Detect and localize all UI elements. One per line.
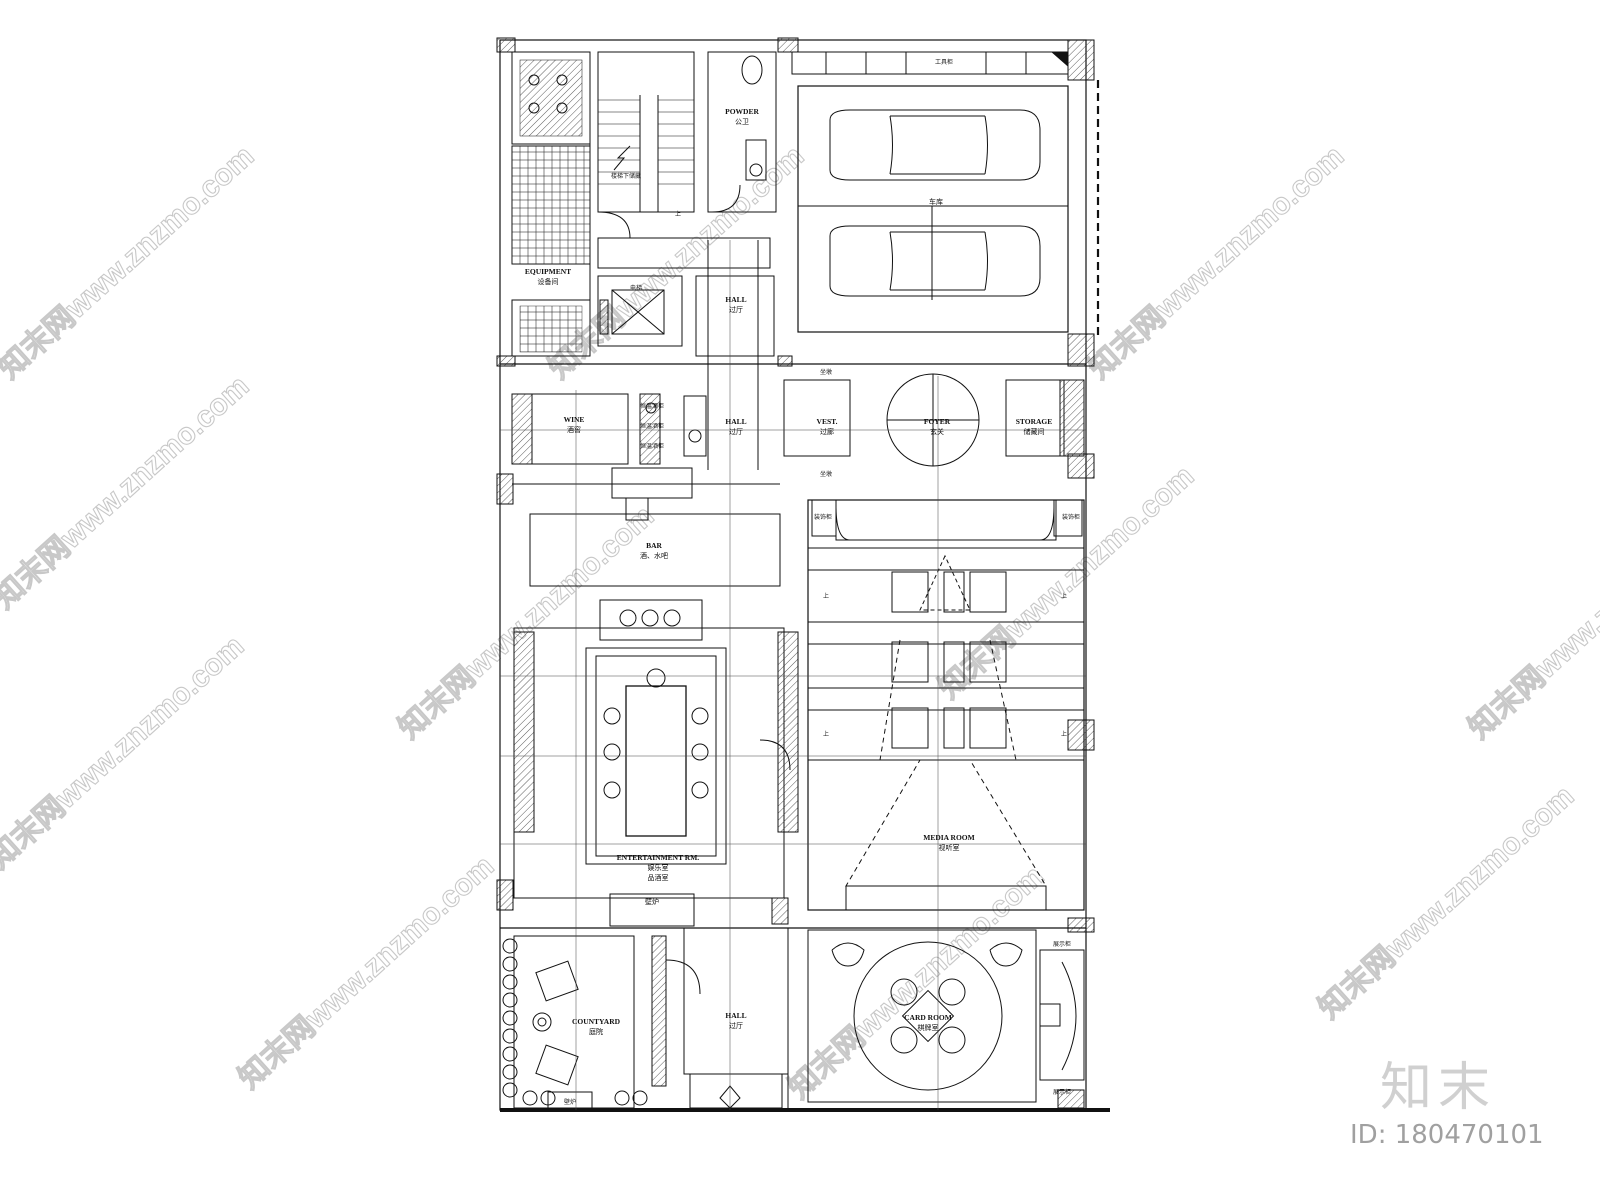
watermark: 知末网www.znzmo.com	[0, 369, 255, 615]
brand-logo: 知末	[1380, 1058, 1497, 1118]
label-up-media-4: 上	[1061, 730, 1067, 738]
label-stair-storage: 楼梯下储藏	[611, 172, 641, 180]
watermark: 知末网www.znzmo.com	[1083, 139, 1351, 385]
label-bench-1: 坐墩	[820, 368, 832, 376]
watermark: 知末网www.znzmo.com	[1463, 499, 1600, 745]
label-display-1: 展示柜	[1053, 940, 1071, 948]
watermark: 知末网www.znzmo.com	[933, 459, 1201, 705]
watermark: 知末网www.znzmo.com	[1313, 779, 1581, 1025]
room-labels: EQUIPMENT 设备间 楼梯下储藏 上 POWDER 公卫 工具柜 车库 电…	[525, 58, 1080, 1106]
label-wine-cab-2: 恒温酒柜	[640, 422, 664, 430]
label-bar: BAR	[646, 541, 662, 550]
label-up-media-3: 上	[823, 730, 829, 738]
label-hall-lower-zh: 过厅	[729, 1021, 743, 1030]
label-card-zh: 棋牌室	[918, 1023, 939, 1032]
label-wine: WINE	[564, 415, 585, 424]
label-entertainment-zh2: 品酒室	[648, 873, 669, 882]
label-garage: 车库	[929, 197, 943, 206]
linework	[496, 37, 1110, 1112]
label-courtyard: COUNTYARD	[572, 1017, 621, 1026]
label-hall-upper-zh: 过厅	[729, 305, 743, 314]
label-bench-2: 坐墩	[820, 470, 832, 478]
label-cabinet-2: 装饰柜	[1062, 513, 1080, 521]
label-powder-zh: 公卫	[735, 118, 749, 126]
label-card: CARD ROOM	[904, 1013, 952, 1022]
label-hall-mid-zh: 过厅	[729, 427, 743, 436]
label-storage-zh: 储藏间	[1024, 427, 1045, 436]
label-foyer: FOYER	[924, 417, 951, 426]
label-powder: POWDER	[725, 107, 759, 116]
label-entertainment-zh: 娱乐室	[648, 863, 669, 872]
label-media: MEDIA ROOM	[923, 833, 974, 842]
label-hall-mid: HALL	[725, 417, 746, 426]
label-courtyard-zh: 庭院	[589, 1027, 603, 1036]
watermark: 知末网www.znzmo.com	[0, 629, 250, 875]
label-foyer-zh: 玄关	[930, 427, 944, 436]
label-elevator: 电梯	[630, 284, 642, 292]
label-up: 上	[675, 210, 681, 218]
label-media-zh: 视听室	[939, 843, 960, 852]
label-bar-zh: 酒、水吧	[640, 551, 668, 560]
label-courtyard-fireplace: 壁炉	[564, 1098, 576, 1106]
watermark-layer: 知末网www.znzmo.com 知末网www.znzmo.com 知末网www…	[0, 139, 1600, 1106]
label-vestibule-zh: 过廊	[820, 427, 834, 436]
label-vestibule: VEST.	[817, 417, 838, 426]
watermark: 知末网www.znzmo.com	[233, 849, 501, 1095]
label-cabinet-1: 装饰柜	[814, 513, 832, 521]
label-hall-lower: HALL	[725, 1011, 746, 1020]
label-garage-tools: 工具柜	[935, 58, 953, 66]
label-wine-zh: 酒窖	[567, 425, 581, 434]
label-equipment: EQUIPMENT	[525, 267, 571, 276]
label-entertainment-fireplace: 壁炉	[645, 897, 659, 906]
label-hall-upper: HALL	[725, 295, 746, 304]
label-storage: STORAGE	[1016, 417, 1053, 426]
label-up-media-1: 上	[823, 592, 829, 600]
label-wine-cab-1: 恒温酒柜	[640, 402, 664, 410]
label-entertainment: ENTERTAINMENT RM.	[617, 853, 700, 862]
watermark: 知末网www.znzmo.com	[0, 139, 260, 385]
watermark: 知末网www.znzmo.com	[783, 859, 1051, 1105]
label-wine-cab-3: 恒温酒柜	[640, 442, 664, 450]
label-equipment-zh: 设备间	[538, 277, 559, 286]
label-display-2: 展示柜	[1053, 1088, 1071, 1096]
label-up-media-2: 上	[1061, 592, 1067, 600]
brand-id: ID: 180470101	[1350, 1120, 1544, 1150]
